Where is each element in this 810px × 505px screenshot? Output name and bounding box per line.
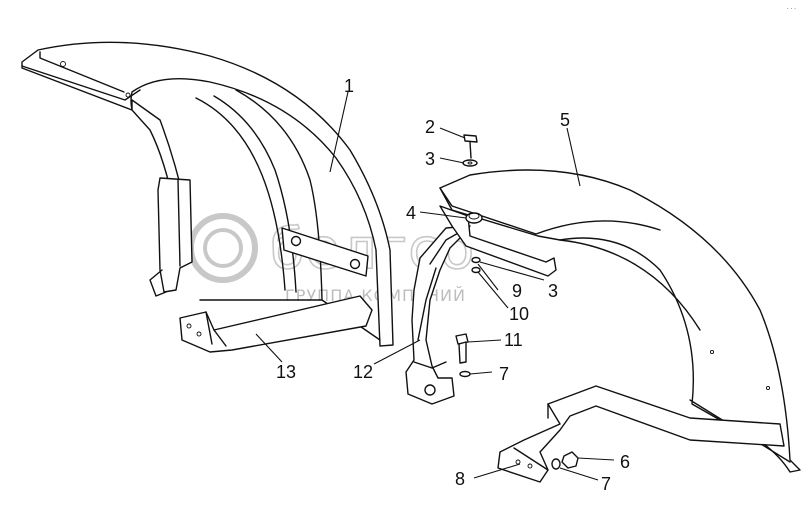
label-3-upper: 3 — [425, 149, 435, 169]
washer-7-upper — [459, 370, 471, 378]
label-7-lower: 7 — [601, 474, 611, 494]
label-8: 8 — [455, 469, 465, 489]
left-fender — [21, 41, 394, 347]
corner-code: ... — [786, 4, 797, 11]
label-12: 12 — [353, 362, 373, 382]
label-4: 4 — [406, 203, 416, 223]
label-7-upper: 7 — [499, 364, 509, 384]
leader-lines — [255, 91, 615, 481]
watermark-subtitle: ГРУППА КОМПАНИЙ — [285, 286, 466, 305]
bolt-2 — [463, 134, 478, 159]
label-13: 13 — [276, 362, 296, 382]
right-lower-bracket — [497, 385, 785, 483]
label-9: 9 — [512, 281, 522, 301]
watermark-logo-icon — [188, 213, 258, 283]
right-fender — [439, 169, 801, 473]
left-lower-bracket — [179, 295, 373, 353]
bolt-11 — [455, 333, 469, 364]
washer-10 — [471, 266, 481, 274]
nut-4 — [465, 212, 483, 224]
part-labels: 1 2 3 4 5 3 9 10 11 7 12 13 6 7 8 — [276, 76, 630, 494]
washer-3 — [462, 159, 478, 167]
label-2: 2 — [425, 117, 435, 137]
washer-9 — [471, 256, 481, 264]
washer-7-lower — [551, 458, 561, 470]
label-1: 1 — [344, 76, 354, 96]
label-6: 6 — [620, 452, 630, 472]
label-3-lower: 3 — [548, 281, 558, 301]
label-10: 10 — [509, 304, 529, 324]
label-11: 11 — [504, 330, 523, 350]
nut-6 — [561, 451, 579, 469]
label-5: 5 — [560, 110, 570, 130]
